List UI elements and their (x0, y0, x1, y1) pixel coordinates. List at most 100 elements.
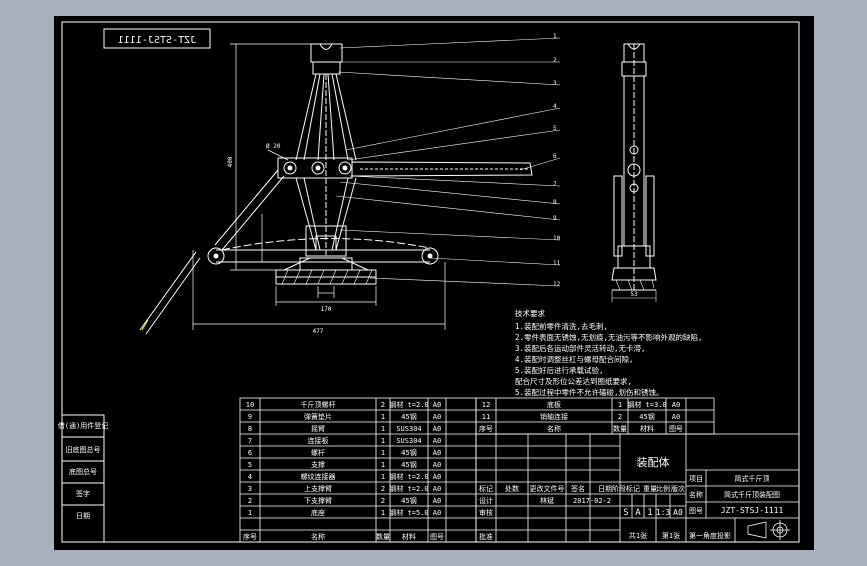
bom-mat-8: SUS304 (396, 425, 421, 433)
bom-qty-8: 1 (381, 425, 385, 433)
bom-no-12: 12 (482, 401, 490, 409)
bom-mat-12: 钢材 t=3.0 (627, 400, 666, 409)
tb-scale-label: 比例 (656, 484, 670, 493)
bom-size-3: A0 (433, 485, 441, 493)
bom-size-5: A0 (433, 461, 441, 469)
tb-sheet-label: 共1张 (629, 531, 647, 540)
bom-name-4: 螺纹连接器 (301, 472, 336, 481)
bom-size-8: A0 (433, 425, 441, 433)
bom-qty-2: 2 (381, 497, 385, 505)
balloon-3: 3 (553, 80, 557, 87)
balloon-11: 11 (553, 260, 561, 267)
tb-name-label: 名称 (689, 490, 703, 499)
tb-designer-sig: 林斌 (540, 496, 554, 505)
balloon-8: 8 (553, 199, 557, 206)
bom-qty-10: 2 (381, 401, 385, 409)
bom-qty-11: 2 (618, 413, 622, 421)
front-dimensions (192, 43, 446, 330)
left-label-column (61, 414, 105, 543)
projection-symbol-icon (747, 520, 790, 540)
title-block (475, 433, 800, 543)
bom-mat-3: 钢材 t=2.0 (389, 484, 428, 493)
dim-side-base: 53 (630, 291, 638, 298)
bom-no-11: 11 (482, 413, 490, 421)
tech-note-line-2: 2.零件表面无锈蚀,无划痕,无油污等不影响外观的缺陷, (515, 332, 703, 342)
tb-change-doc-label: 更改文件号 (530, 484, 565, 493)
balloon-4: 4 (553, 103, 557, 110)
tb-assembly-label: 装配体 (637, 455, 670, 469)
bom-right-header-name: 名称 (547, 424, 561, 433)
bom-no-1: 1 (248, 509, 252, 517)
tb-drawing-no-label: 图号 (689, 507, 703, 515)
left-label-signature: 签字 (76, 489, 90, 498)
bom-name-3: 上支撑臂 (304, 484, 332, 493)
bom-qty-6: 1 (381, 449, 385, 457)
bom-mat-5: 45钢 (401, 460, 416, 469)
balloon-9: 9 (553, 215, 557, 222)
bom-name-1: 底座 (311, 508, 325, 517)
bom-no-6: 6 (248, 449, 252, 457)
dim-base-width: 477 (313, 328, 324, 335)
balloon-6: 6 (553, 153, 557, 160)
front-dimension-texts: 400 Ø 20 477 170 (227, 143, 332, 335)
bom-right-header-qty: 数量 (613, 424, 627, 433)
bom-size-10: A0 (433, 401, 441, 409)
bom-right-texts: 12 底板 1 钢材 t=3.0 A0 11 销轴连接 2 45钢 A0 序号 … (479, 400, 683, 433)
bom-size-2: A0 (433, 497, 441, 505)
balloon-2: 2 (553, 57, 557, 64)
mirrored-drawing-number: JZT-STSJ-1111 (118, 35, 196, 46)
tb-drawing-no-value: JZT-STSJ-1111 (721, 506, 784, 515)
tb-project-label: 项目 (689, 475, 703, 483)
tech-notes: 技术要求 1.装配前零件清洗,去毛刺, 2.零件表面无锈蚀,无划痕,无油污等不影… (515, 308, 703, 397)
bom-name-5: 支撑 (311, 460, 325, 469)
bom-qty-4: 1 (381, 473, 385, 481)
bom-mat-1: 钢材 t=5.0 (389, 508, 428, 517)
bom-no-3: 3 (248, 485, 252, 493)
tb-stage-mark-1: S (623, 508, 628, 518)
bom-name-2: 下支撑臂 (304, 496, 332, 505)
tech-notes-title: 技术要求 (515, 308, 545, 318)
bom-left-texts: 10 千斤顶螺杆 2 钢材 t=2.0 A0 9 弹簧垫片 1 45钢 A0 8… (243, 400, 444, 541)
tb-company-label: 第一角度投影 (689, 531, 731, 540)
bom-qty-7: 1 (381, 437, 385, 445)
bom-name-8: 摇臂 (311, 424, 325, 433)
balloon-5: 5 (553, 125, 557, 132)
bom-qty-3: 2 (381, 485, 385, 493)
tech-note-line-1: 1.装配前零件清洗,去毛刺, (515, 321, 608, 331)
tb-name-value: 简式千斤顶装配图 (724, 490, 780, 499)
bom-right-header-mat: 材料 (640, 424, 654, 433)
bom-table-left (239, 397, 477, 543)
left-label-old-total: 旧底图总号 (66, 445, 101, 454)
balloon-10: 10 (553, 235, 561, 242)
bom-qty-9: 1 (381, 413, 385, 421)
bom-qty-5: 1 (381, 461, 385, 469)
side-view (611, 43, 657, 302)
bom-right-header-no: 序号 (479, 424, 493, 433)
drawing-sheet (54, 16, 814, 550)
bom-qty-12: 1 (618, 401, 622, 409)
tb-stage-mark-2: A (635, 508, 641, 518)
tb-marks-label: 标记 (479, 484, 493, 493)
front-view (139, 43, 533, 335)
bom-size-1: A0 (433, 509, 441, 517)
balloon-1: 1 (553, 33, 557, 40)
bom-mat-2: 45钢 (401, 496, 416, 505)
balloon-12: 12 (553, 281, 561, 288)
dim-diameter: Ø 20 (266, 143, 281, 150)
left-label-base-total: 底图总号 (69, 467, 97, 476)
tb-weight-label: 重量 (643, 485, 657, 493)
bom-size-11: A0 (672, 413, 680, 421)
bom-no-8: 8 (248, 425, 252, 433)
bom-mat-6: 45钢 (401, 448, 416, 457)
bom-mat-4: 钢材 t=2.0 (389, 472, 428, 481)
bom-qty-1: 1 (381, 509, 385, 517)
bom-header-qty: 数量 (376, 532, 390, 541)
dim-height: 400 (227, 156, 234, 167)
bom-size-9: A0 (433, 413, 441, 421)
bom-no-9: 9 (248, 413, 252, 421)
tb-size-label: 版次 (671, 484, 685, 493)
tb-design-label: 设计 (479, 496, 493, 505)
bom-mat-9: 45钢 (401, 412, 416, 421)
